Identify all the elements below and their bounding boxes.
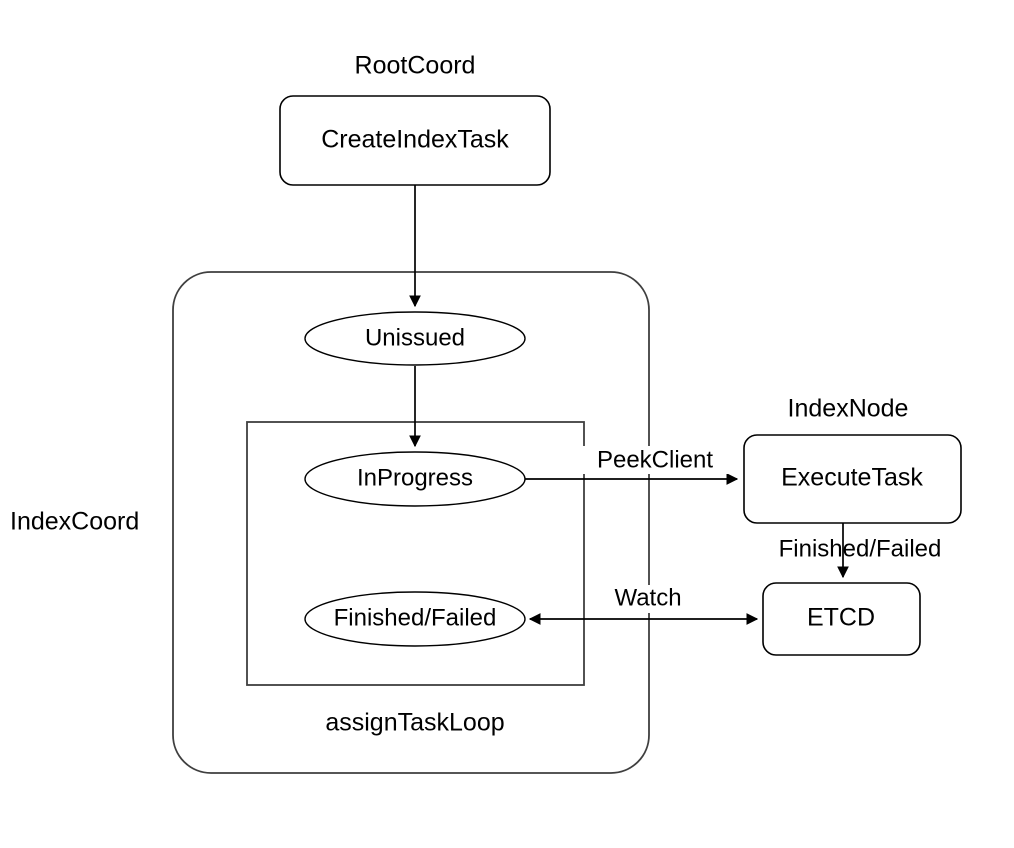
unissued-label: Unissued — [365, 324, 465, 351]
indexnode-label: IndexNode — [788, 395, 909, 423]
group-indexcoord[interactable]: IndexCoord — [10, 271, 650, 774]
indexcoord-container[interactable] — [172, 271, 650, 774]
node-create-index-task[interactable]: CreateIndexTask — [279, 95, 551, 186]
node-unissued[interactable]: Unissued — [304, 311, 526, 366]
finished-failed-label: Finished/Failed — [334, 604, 497, 631]
rootcoord-label: RootCoord — [355, 52, 476, 80]
etcd-label: ETCD — [807, 604, 875, 632]
edge-inprogress-to-execute-task: PeekClient — [524, 446, 739, 485]
execute-task-box[interactable] — [743, 434, 962, 524]
edge-label-finished-failed: Finished/Failed — [779, 535, 942, 562]
node-etcd[interactable]: ETCD — [762, 582, 921, 656]
assign-task-loop-label: assignTaskLoop — [325, 709, 504, 737]
create-index-task-label: CreateIndexTask — [321, 126, 509, 154]
inprogress-label: InProgress — [357, 464, 473, 491]
inprogress-ellipse[interactable] — [304, 451, 526, 507]
peek-client-label-backdrop — [580, 446, 730, 474]
etcd-box[interactable] — [762, 582, 921, 656]
execute-task-label: ExecuteTask — [781, 464, 923, 492]
finished-failed-ellipse[interactable] — [304, 591, 526, 647]
indexcoord-label: IndexCoord — [10, 508, 139, 536]
node-inprogress[interactable]: InProgress — [304, 451, 526, 507]
node-finished-failed[interactable]: Finished/Failed — [304, 591, 526, 647]
edge-label-peek-client: PeekClient — [597, 446, 713, 473]
create-index-task-box[interactable] — [279, 95, 551, 186]
edge-etcd-to-finished-failed: Watch — [528, 584, 759, 625]
edge-label-watch: Watch — [614, 584, 681, 611]
unissued-ellipse[interactable] — [304, 311, 526, 366]
node-execute-task[interactable]: ExecuteTask — [743, 434, 962, 524]
watch-label-backdrop — [603, 585, 695, 613]
edge-execute-task-to-etcd: Finished/Failed — [779, 523, 942, 579]
